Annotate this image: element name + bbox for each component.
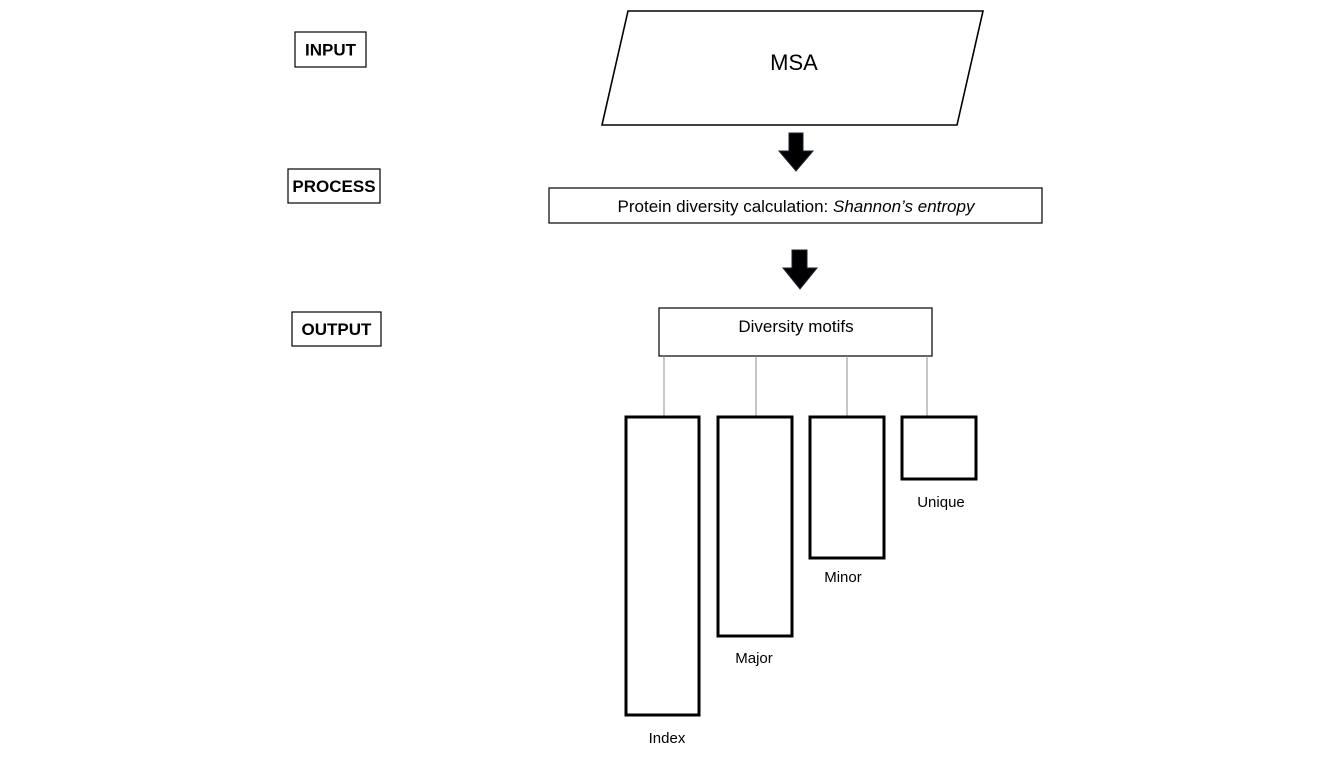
down-arrow-icon [781,249,819,290]
stage-input: INPUT [294,31,367,68]
category-index: Index [624,415,701,747]
category-unique-label: Unique [917,494,965,511]
stage-process: PROCESS [287,168,381,204]
category-unique: Unique [900,415,978,511]
process-box-label-italic: Shannon’s entropy [833,197,976,216]
category-minor: Minor [808,415,886,586]
category-major: Major [716,415,794,667]
category-index-label: Index [649,730,686,747]
input-box-msa: MSA [600,10,985,126]
process-box: Protein diversity calculation: Shannon’s… [548,187,1043,224]
process-box-text: Protein diversity calculation: Shannon’s… [618,197,976,216]
stage-output: OUTPUT [291,311,382,347]
category-minor-label: Minor [824,569,862,586]
process-box-label: Protein diversity calculation: [618,197,833,216]
down-arrow-icon [777,132,815,172]
stage-process-label: PROCESS [292,177,375,196]
stage-output-label: OUTPUT [302,320,373,339]
connectors [663,356,928,417]
input-box-label: MSA [770,50,818,75]
output-box: Diversity motifs [658,307,933,357]
output-box-label: Diversity motifs [738,317,853,336]
category-major-label: Major [735,650,773,667]
stage-input-label: INPUT [305,41,357,60]
